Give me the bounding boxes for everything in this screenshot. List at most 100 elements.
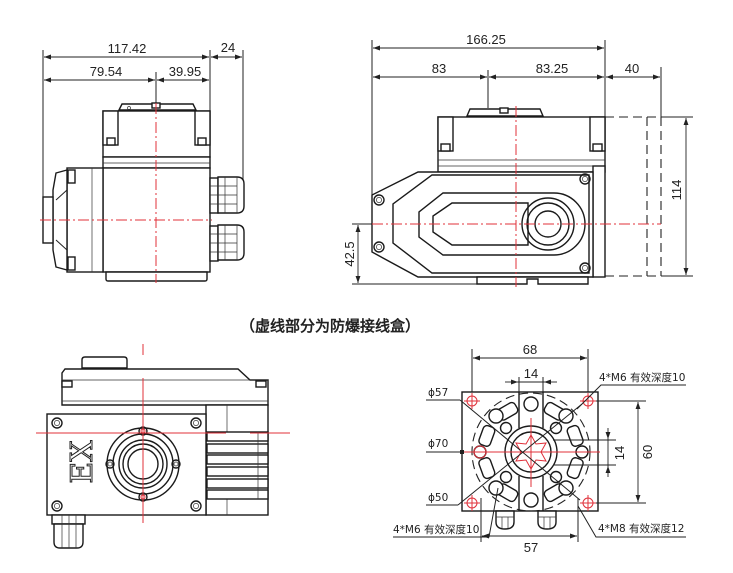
output-slot-inner <box>432 202 529 246</box>
cover-screw-bottom-left <box>51 500 63 512</box>
key-channel-top <box>518 392 544 428</box>
plate-screw-top-right <box>579 173 591 185</box>
key-channel-bottom <box>518 476 544 511</box>
mounting-bolt-right <box>537 510 557 530</box>
upper-housing <box>61 368 269 406</box>
cable-gland-lower <box>209 224 245 262</box>
front-view: EX <box>36 344 290 549</box>
dimension-bolt-spacing-height: 60 <box>635 402 655 502</box>
bracket-right-foot <box>592 143 603 152</box>
top-cover-screw <box>127 106 131 110</box>
hole <box>523 396 539 412</box>
hole <box>499 470 513 484</box>
dimension-label: 39.95 <box>169 64 202 79</box>
leader-d57 <box>459 399 581 501</box>
plate-screw-bottom-left <box>373 241 385 253</box>
dimension-axis-right: 83.25 <box>489 61 604 80</box>
note-top-right: 4*M6 有效深度10 <box>576 371 686 410</box>
dimension-label: 40 <box>625 61 639 76</box>
dimension-label: 68 <box>523 342 537 357</box>
hole <box>549 421 563 435</box>
top-cover <box>81 356 128 369</box>
plate-screw-bottom-right <box>579 262 591 274</box>
window-screw-left <box>105 459 115 469</box>
extension-lines <box>352 40 693 285</box>
dimension-axis-right: 39.95 <box>157 64 209 83</box>
note-bottom-right: 4*M8 有效深度12 <box>577 505 686 538</box>
cover-screw-bottom-right <box>190 500 202 512</box>
motor-clip-bottom <box>67 256 76 271</box>
dimension-axis-left: 83 <box>373 61 487 80</box>
dimension-label: 57 <box>524 540 538 555</box>
kidney-slot <box>566 457 584 480</box>
cable-gland-bottom <box>51 514 86 549</box>
dimension-label: 14 <box>524 366 538 381</box>
dimension-label: 166.25 <box>466 32 506 47</box>
hole <box>523 492 539 508</box>
note-label: 4*M6 有效深度10 <box>393 523 479 536</box>
dimension-label: 42.5 <box>342 241 357 266</box>
leader-d50 <box>457 403 583 506</box>
side-view-left: 117.42 24 79.54 39.95 <box>40 40 245 283</box>
bracket-right-foot <box>197 137 207 146</box>
dimension-axis-height: 42.5 <box>342 225 361 283</box>
diameter-label-d50: ϕ50 <box>428 492 448 504</box>
side-view-right: 166.25 83 83.25 40 114 42.5 <box>342 32 693 287</box>
diameter-label-d70: ϕ70 <box>428 438 448 450</box>
cooling-fin <box>206 466 269 477</box>
kidney-slots <box>478 401 584 503</box>
hole <box>499 421 513 435</box>
dimension-body-height: 114 <box>669 118 689 275</box>
housing-foot <box>476 276 589 285</box>
dimension-bolt-spacing-width: 68 <box>473 342 587 361</box>
dimension-label: 83.25 <box>536 61 569 76</box>
hole <box>549 470 563 484</box>
cover-screw-top-left <box>51 417 63 429</box>
holes-d57 <box>488 396 574 508</box>
hole <box>488 408 504 424</box>
motor-clip-top <box>67 169 76 184</box>
dimension-label: 60 <box>640 445 655 459</box>
dimension-key-width-side: 14 <box>605 428 627 477</box>
dimension-label: 114 <box>669 180 684 201</box>
dimension-bottom-spacing: 57 <box>482 533 577 555</box>
plate-screw-top-left <box>373 194 385 206</box>
dimension-overall-width: 166.25 <box>373 32 604 51</box>
upper-housing <box>437 116 606 173</box>
window-screw-right <box>171 459 181 469</box>
cooling-fin <box>206 454 269 465</box>
note-label: 4*M8 有效深度12 <box>598 522 684 535</box>
bracket-left <box>61 380 73 388</box>
leader-dot <box>460 450 464 454</box>
dimension-key-width-top: 14 <box>505 366 557 385</box>
dimension-label: 79.54 <box>90 64 123 79</box>
cooling-fin <box>206 443 269 454</box>
dimension-overall-width: 117.42 <box>44 41 209 60</box>
mounting-bolt-left <box>495 510 515 530</box>
bracket-right <box>255 380 267 388</box>
cooling-fins <box>206 431 269 500</box>
dimension-gland-projection: 24 <box>211 40 242 60</box>
bracket-left-foot <box>440 143 451 152</box>
output-slot-outer <box>418 192 586 256</box>
kidney-slot <box>478 424 496 447</box>
cooling-fin <box>206 431 269 442</box>
dimension-label: 117.42 <box>108 41 147 56</box>
cover-screw-top-right <box>190 417 202 429</box>
hole <box>488 480 504 496</box>
diameter-label-d57: ϕ57 <box>428 387 448 399</box>
note-bottom-left: 4*M6 有效深度10 <box>393 487 499 538</box>
housing-side <box>592 165 606 278</box>
dimension-axis-left: 79.54 <box>44 64 155 83</box>
holes-d50 <box>499 421 563 484</box>
cooling-fin <box>206 489 269 500</box>
cable-gland-upper <box>209 176 245 214</box>
extension-lines <box>42 50 244 197</box>
cooling-fin <box>206 478 269 489</box>
note-label: 4*M6 有效深度10 <box>599 371 685 384</box>
dimension-label: 83 <box>432 61 446 76</box>
kidney-slot <box>478 457 496 480</box>
bracket-left-foot <box>106 137 116 146</box>
dimension-junction-box-depth: 40 <box>606 61 660 80</box>
